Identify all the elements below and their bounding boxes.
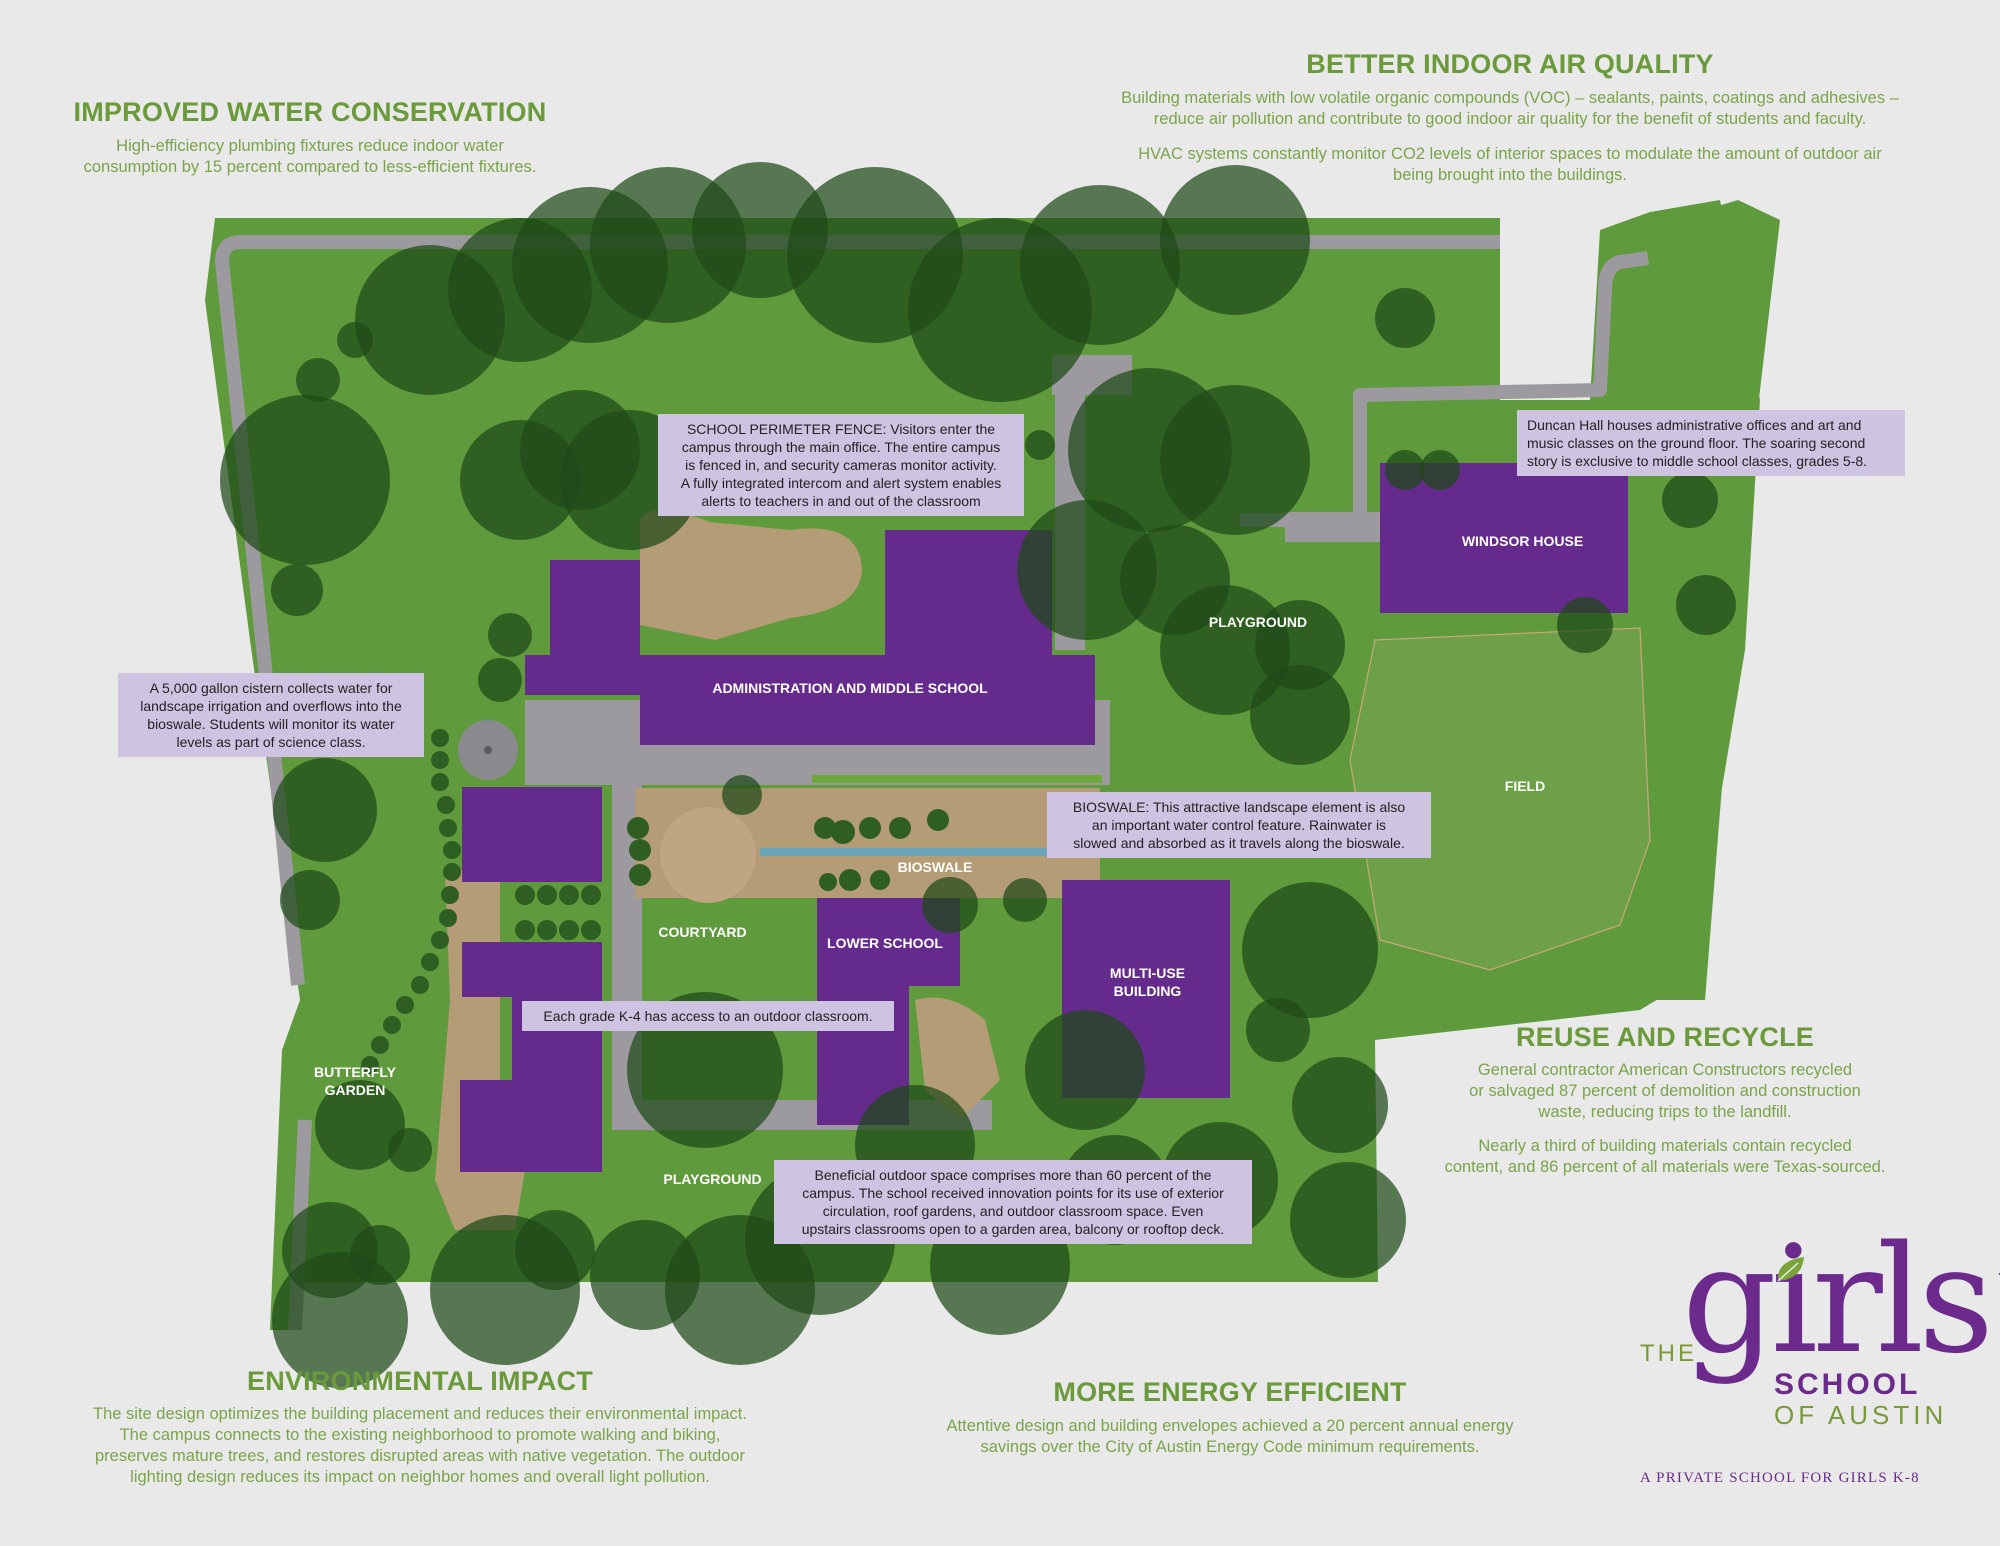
energy-line-1: Attentive design and building envelopes … xyxy=(946,1417,1514,1435)
energy-efficient-text: Attentive design and building envelopes … xyxy=(880,1416,1580,1458)
fence-line-5: alerts to teachers in and out of the cla… xyxy=(701,493,981,509)
energy-efficient-title: MORE ENERGY EFFICIENT xyxy=(1053,1377,1407,1407)
air-p1-line-1: Building materials with low volatile org… xyxy=(1121,89,1899,107)
multi-use-line-1: MULTI-USE xyxy=(1109,965,1186,981)
energy-line-2: savings over the City of Austin Energy C… xyxy=(980,1438,1480,1456)
field-area xyxy=(1349,627,1651,971)
logo-school: SCHOOL xyxy=(1774,1368,1921,1401)
butterfly-line-2: GARDEN xyxy=(324,1082,386,1098)
reuse-recycle-text-2: Nearly a third of building materials con… xyxy=(1400,1136,1930,1178)
label-butterfly-garden: BUTTERFLY GARDEN xyxy=(300,1063,410,1099)
env-line-3: preserves mature trees, and restores dis… xyxy=(95,1447,745,1465)
air-quality-text-2: HVAC systems constantly monitor CO2 leve… xyxy=(1050,144,1970,186)
outdoor-classroom-callout: Each grade K-4 has access to an outdoor … xyxy=(522,1001,894,1031)
tree-canopy xyxy=(220,162,1736,1388)
bioswale-callout: BIOSWALE: This attractive landscape elem… xyxy=(1047,792,1431,858)
outdoor-space-line-3: circulation, roof gardens, and outdoor c… xyxy=(822,1203,1204,1219)
env-line-2: The campus connects to the existing neig… xyxy=(119,1426,721,1444)
outdoor-space-callout: Beneficial outdoor space comprises more … xyxy=(774,1160,1252,1244)
butterfly-line-1: BUTTERFLY xyxy=(314,1064,396,1080)
environmental-impact-text: The site design optimizes the building p… xyxy=(40,1404,800,1488)
cistern-line-4: levels as part of science class. xyxy=(176,734,366,750)
logo-the: THE xyxy=(1640,1340,1697,1367)
label-playground-top: PLAYGROUND xyxy=(1208,614,1308,630)
reuse-p1-line-1: General contractor American Constructors… xyxy=(1477,1061,1853,1079)
water-line-1: High-efficiency plumbing fixtures reduce… xyxy=(116,137,504,155)
cistern-line-3: bioswale. Students will monitor its wate… xyxy=(147,716,395,732)
logo-tagline: A PRIVATE SCHOOL FOR GIRLS K-8 xyxy=(1640,1470,1920,1486)
env-line-1: The site design optimizes the building p… xyxy=(93,1405,747,1423)
bioswale-line-2: an important water control feature. Rain… xyxy=(1091,817,1387,833)
label-bioswale: BIOSWALE xyxy=(897,859,973,875)
label-multi-use-building: MULTI-USE BUILDING xyxy=(1090,964,1205,1000)
outdoor-classroom-line-1: Each grade K-4 has access to an outdoor … xyxy=(543,1008,873,1024)
cistern-callout: A 5,000 gallon cistern collects water fo… xyxy=(118,673,424,757)
cistern-line-2: landscape irrigation and overflows into … xyxy=(140,698,402,714)
label-lower-school: LOWER SCHOOL xyxy=(827,935,943,951)
reuse-p2-line-1: Nearly a third of building materials con… xyxy=(1478,1137,1852,1155)
logo-of-austin: OF AUSTIN xyxy=(1774,1400,1948,1430)
label-courtyard: COURTYARD xyxy=(658,924,747,940)
air-quality-text-1: Building materials with low volatile org… xyxy=(1050,88,1970,130)
reuse-recycle-text-1: General contractor American Constructors… xyxy=(1400,1060,1930,1123)
environmental-impact-title: ENVIRONMENTAL IMPACT xyxy=(247,1366,593,1396)
courtyard-circle xyxy=(660,807,756,903)
fence-line-4: A fully integrated intercom and alert sy… xyxy=(680,475,1002,491)
duncan-line-2: music classes on the ground floor. The s… xyxy=(1527,435,1866,451)
label-field: FIELD xyxy=(1504,778,1546,794)
outdoor-space-line-4: upstairs classrooms open to a garden are… xyxy=(801,1221,1225,1237)
air-p2-line-2: being brought into the buildings. xyxy=(1393,166,1627,184)
reuse-p1-line-2: or salvaged 87 percent of demolition and… xyxy=(1469,1082,1861,1100)
green-strip xyxy=(812,775,1102,783)
water-conservation-text: High-efficiency plumbing fixtures reduce… xyxy=(40,136,580,178)
multi-use-line-2: BUILDING xyxy=(1113,983,1182,999)
duncan-hall-callout: Duncan Hall houses administrative office… xyxy=(1517,410,1905,476)
air-p1-line-2: reduce air pollution and contribute to g… xyxy=(1153,110,1867,128)
air-quality-title: BETTER INDOOR AIR QUALITY xyxy=(1306,49,1714,79)
fence-line-1: SCHOOL PERIMETER FENCE: Visitors enter t… xyxy=(686,421,996,437)
duncan-line-1: Duncan Hall houses administrative office… xyxy=(1527,417,1862,433)
reuse-recycle-title: REUSE AND RECYCLE xyxy=(1516,1022,1814,1052)
logo-leaf-icon xyxy=(1777,1257,1804,1282)
perimeter-fence-callout: SCHOOL PERIMETER FENCE: Visitors enter t… xyxy=(658,414,1024,516)
fence-line-3: is fenced in, and security cameras monit… xyxy=(685,457,997,473)
bioswale-line-3: slowed and absorbed as it travels along … xyxy=(1073,835,1405,851)
shrubs xyxy=(361,729,949,1074)
air-p2-line-1: HVAC systems constantly monitor CO2 leve… xyxy=(1138,145,1882,163)
bioswale-channel xyxy=(760,848,1080,856)
label-playground-bottom: PLAYGROUND xyxy=(663,1171,762,1187)
cistern-inner xyxy=(484,746,492,754)
fence-line-2: campus through the main office. The enti… xyxy=(681,439,1001,455)
reuse-p1-line-3: waste, reducing trips to the landfill. xyxy=(1538,1103,1792,1121)
label-admin-middle-school: ADMINISTRATION AND MIDDLE SCHOOL xyxy=(712,680,988,696)
water-conservation-title: IMPROVED WATER CONSERVATION xyxy=(73,97,547,127)
water-line-2: consumption by 15 percent compared to le… xyxy=(83,158,537,176)
duncan-line-3: story is exclusive to middle school clas… xyxy=(1527,453,1868,469)
label-windsor-house: WINDSOR HOUSE xyxy=(1461,533,1584,549)
reuse-p2-line-2: content, and 86 percent of all materials… xyxy=(1444,1158,1886,1176)
env-line-4: lighting design reduces its impact on ne… xyxy=(130,1468,710,1486)
outdoor-space-line-1: Beneficial outdoor space comprises more … xyxy=(814,1167,1212,1183)
bioswale-line-1: BIOSWALE: This attractive landscape elem… xyxy=(1072,799,1406,815)
logo-girls: girls’ xyxy=(1682,1214,2000,1386)
cistern-line-1: A 5,000 gallon cistern collects water fo… xyxy=(149,680,393,696)
outdoor-space-line-2: campus. The school received innovation p… xyxy=(802,1185,1224,1201)
